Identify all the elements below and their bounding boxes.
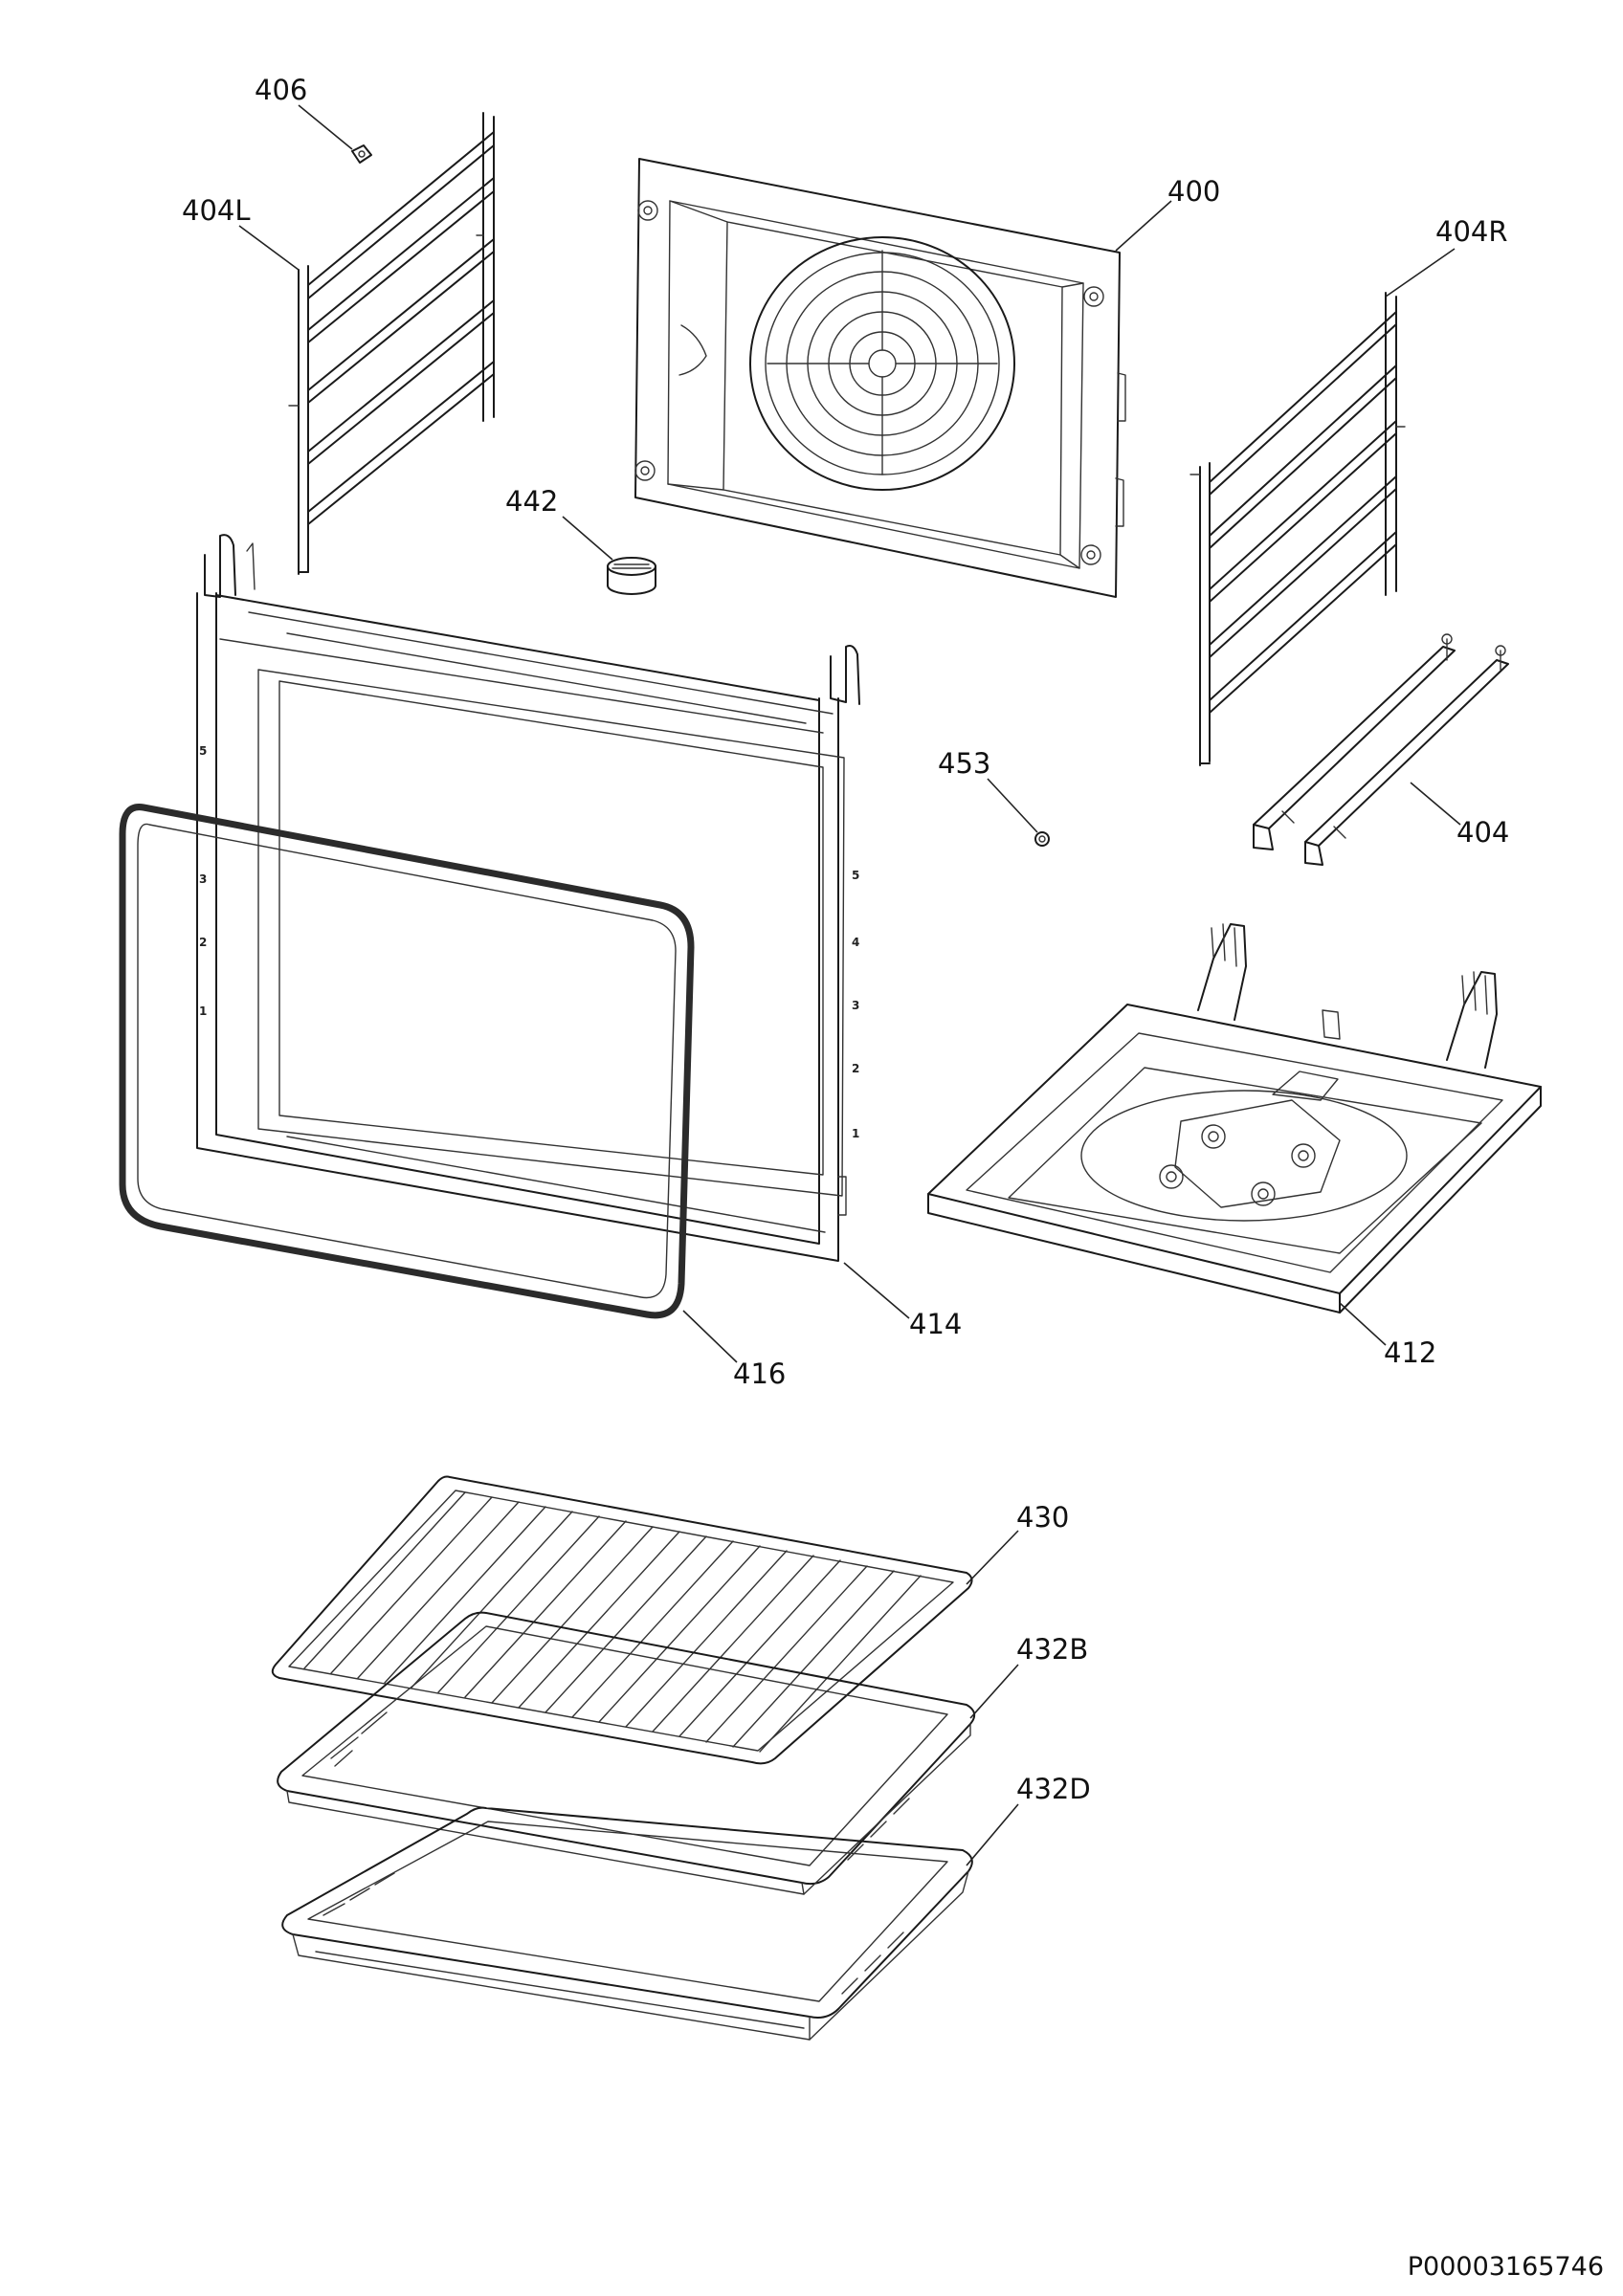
slot-mark-left-2: 2: [199, 936, 208, 949]
part-432B-baking-tray: [277, 1611, 976, 1895]
part-404L-left-shelf-support: [288, 112, 495, 575]
slot-mark-right-1: 1: [852, 1127, 860, 1140]
slot-mark-right-3: 3: [852, 999, 860, 1012]
part-404-telescopic-rails: [1253, 633, 1509, 866]
part-406-clip: [351, 144, 372, 164]
document-code: P00003165746: [1407, 2252, 1604, 2282]
slot-mark-left-1: 1: [199, 1004, 208, 1018]
part-416-door-gasket: [119, 804, 695, 1319]
slot-mark-left-5: 5: [199, 744, 208, 758]
callout-404R: 404R: [1435, 215, 1508, 248]
callout-453: 453: [938, 747, 991, 780]
slot-mark-right-2: 2: [852, 1062, 860, 1075]
part-442-filter: [607, 557, 656, 595]
part-432D-deep-tray: [281, 1806, 973, 2041]
callout-400: 400: [1167, 175, 1221, 208]
callout-406: 406: [255, 74, 308, 106]
callout-432B: 432B: [1016, 1633, 1089, 1666]
part-404R-right-shelf-support: [1189, 292, 1406, 766]
part-453-fastener: [1034, 831, 1050, 847]
part-430-wire-shelf: [271, 1475, 973, 1765]
leader-lines: [238, 104, 1461, 1866]
callout-432D: 432D: [1016, 1773, 1091, 1805]
callout-412: 412: [1384, 1336, 1437, 1369]
callout-416: 416: [733, 1358, 787, 1390]
part-412-floor-panel: [927, 923, 1542, 1314]
part-414-front-frame: [196, 534, 860, 1262]
callout-414: 414: [909, 1308, 963, 1340]
slot-mark-right-5: 5: [852, 869, 860, 882]
part-400-back-panel: [634, 158, 1126, 598]
callout-430: 430: [1016, 1501, 1070, 1534]
callout-404L: 404L: [182, 194, 251, 227]
callout-404: 404: [1456, 816, 1510, 849]
slot-mark-left-3: 3: [199, 872, 208, 886]
callout-442: 442: [505, 485, 559, 518]
slot-mark-right-4: 4: [852, 936, 860, 949]
